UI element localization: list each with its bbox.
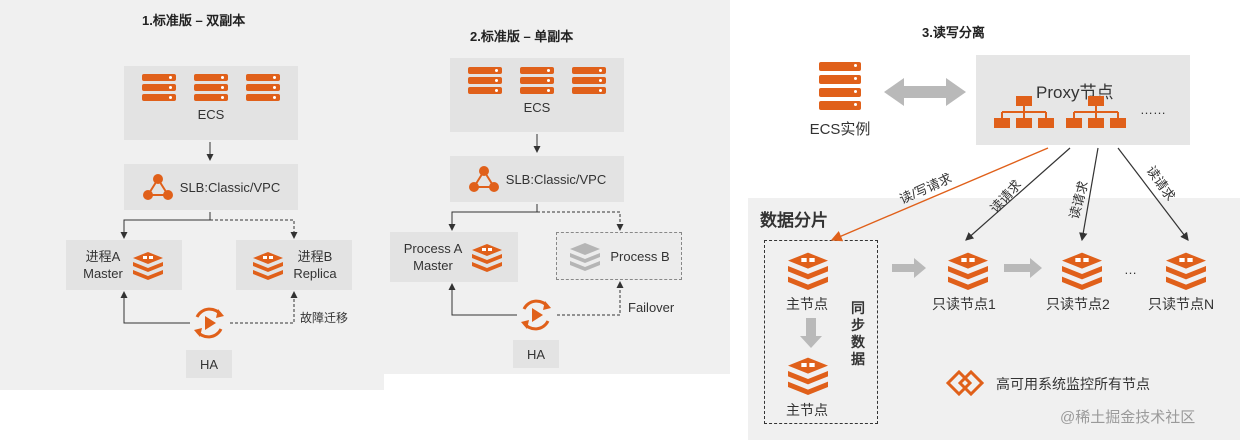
proxy-tree-icon [994, 96, 1054, 128]
ecs-instance-label: ECS实例 [809, 121, 871, 138]
master-node-label: 主节点 [786, 402, 828, 418]
redis-icon [1062, 252, 1102, 290]
redis-icon [132, 252, 163, 280]
monitor-label: 高可用系统监控所有节点 [996, 376, 1150, 392]
ecs-label: ECS [523, 100, 551, 115]
ecs-label: ECS [197, 107, 225, 122]
panel2-ecs-box: ECS [450, 58, 624, 132]
ecs-instance: ECS实例 [790, 62, 890, 139]
panel2-title: 2.标准版 – 单副本 [470, 29, 574, 44]
data-shard-label: 数据分片 [760, 211, 828, 230]
read-request-label: 读请求 [987, 177, 1024, 216]
panel1-ha-box: HA [186, 350, 232, 378]
panel1-title: 1.标准版 – 双副本 [142, 13, 246, 28]
panel2-ha-box: HA [513, 340, 559, 368]
server-icon [790, 62, 890, 110]
panel1-slb-box: SLB:Classic/VPC [124, 164, 298, 210]
slb-icon [142, 174, 173, 200]
master-node-label: 主节点 [786, 296, 828, 312]
ha-label: HA [526, 346, 546, 362]
readonly-node-1-label: 只读节点1 [932, 296, 996, 312]
ha-icon [521, 299, 551, 331]
panel2-node-a: Process A Master [390, 232, 518, 282]
node-b-label: Process B [610, 248, 670, 264]
slb-icon [468, 166, 499, 192]
redis-icon-inactive [570, 243, 601, 271]
readonly-node-2-label: 只读节点2 [1046, 296, 1110, 312]
redis-icon [253, 252, 284, 280]
panel3-title: 3.读写分离 [922, 25, 985, 40]
panel2-failover-label: Failover [628, 300, 675, 315]
server-icon [520, 67, 554, 94]
slb-label: SLB:Classic/VPC [179, 179, 281, 195]
ha-icon [194, 307, 224, 339]
monitor-icon [946, 370, 984, 396]
panel1-failover-label: 故障迁移 [300, 311, 349, 325]
panel2-node-b: Process B [556, 232, 682, 280]
rw-request-label: 读/写请求 [897, 170, 954, 206]
node-b-label: 进程B [297, 249, 333, 264]
read-request-label: 读请求 [1144, 163, 1179, 204]
node-b-role: Replica [293, 266, 337, 281]
node-a-label: Process A [403, 241, 463, 256]
redis-icon [472, 244, 503, 272]
server-icon [142, 74, 176, 101]
node-a-role: Master [413, 258, 453, 273]
server-icon [246, 74, 280, 101]
read-request-label: 读请求 [1066, 179, 1091, 221]
watermark: @稀土掘金技术社区 [1060, 409, 1196, 426]
panel1-node-b: 进程B Replica [236, 240, 352, 290]
redis-icon [788, 252, 828, 290]
panel1-ecs-box: ECS [124, 66, 298, 140]
readonly-node-n-label: 只读节点N [1148, 296, 1215, 312]
panel1-node-a: 进程A Master [66, 240, 182, 290]
redis-icon [788, 357, 828, 395]
node-a-role: Master [83, 266, 123, 281]
server-icon [194, 74, 228, 101]
proxy-tree-icon [1066, 96, 1126, 128]
slb-label: SLB:Classic/VPC [505, 171, 607, 187]
proxy-box: Proxy节点 [976, 55, 1190, 145]
sync-data-label: 同步数据 [851, 300, 865, 367]
ha-label: HA [199, 356, 219, 372]
redis-icon [1166, 252, 1206, 290]
data-shard-area [748, 198, 1240, 440]
panel2-slb-box: SLB:Classic/VPC [450, 156, 624, 202]
server-icon [572, 67, 606, 94]
master-group [764, 240, 878, 424]
server-icon [468, 67, 502, 94]
redis-icon [948, 252, 988, 290]
readonly-more: … [1124, 262, 1137, 277]
node-a-label: 进程A [85, 249, 121, 264]
proxy-more: …… [1140, 102, 1166, 117]
